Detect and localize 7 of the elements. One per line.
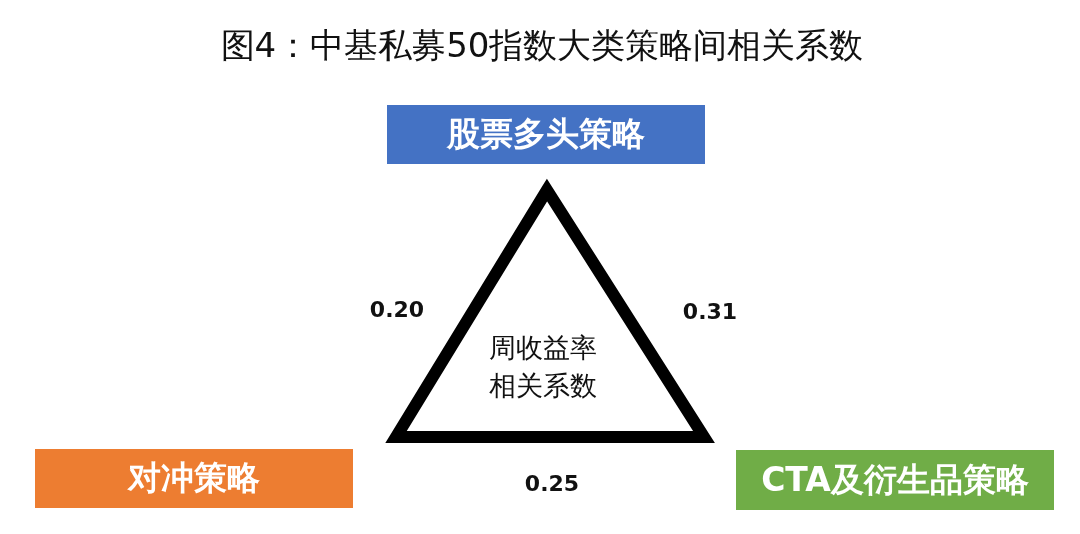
strategy-box: CTA及衍生品策略	[736, 450, 1054, 510]
strategy-box: 对冲策略	[35, 449, 353, 508]
correlation-value: 0.20	[369, 297, 425, 323]
correlation-value: 0.25	[524, 471, 580, 497]
strategy-box: 股票多头策略	[387, 105, 705, 164]
correlation-value: 0.31	[682, 299, 738, 325]
diagram-title: 图4：中基私募50指数大类策略间相关系数	[220, 25, 864, 65]
